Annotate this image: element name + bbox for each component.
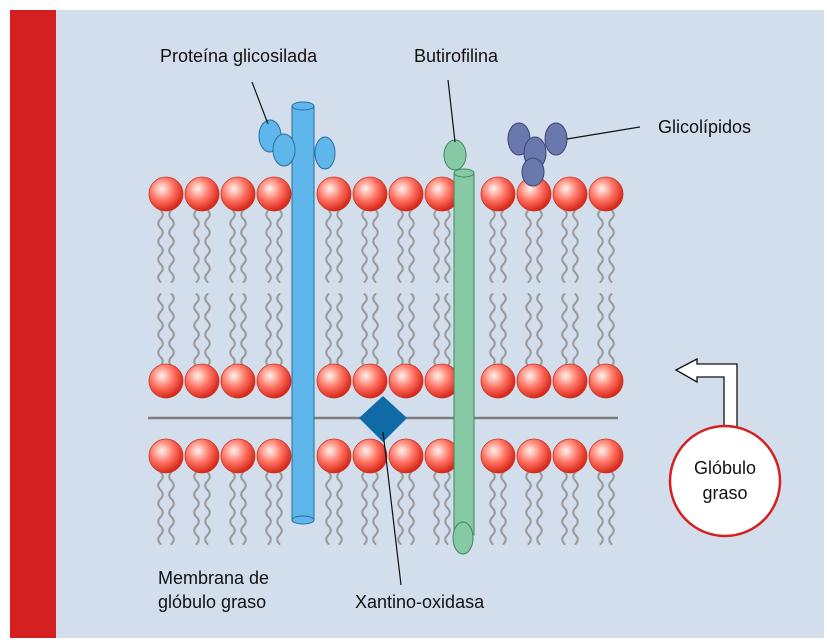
label-xanthine-oxidase: Xantino-oxidasa (355, 592, 485, 612)
label-globule-line2: graso (702, 483, 747, 503)
label-glycosylated-protein: Proteína glicosilada (160, 46, 318, 66)
lipid-head (257, 177, 291, 211)
glycosylated-protein-body (292, 106, 314, 520)
lipid-head (353, 364, 387, 398)
lipid-head (553, 364, 587, 398)
label-membrane-line1: Membrana de (158, 568, 269, 588)
sugar-chain-2 (273, 134, 295, 166)
lipid-head (149, 439, 183, 473)
lipid-head (553, 177, 587, 211)
glycosylated-protein-top (292, 102, 314, 110)
sugar-chain-3 (315, 137, 335, 169)
butyrophilin-tail (453, 522, 473, 554)
lipid-head (353, 177, 387, 211)
side-bar (10, 10, 56, 638)
label-butyrophilin: Butirofilina (414, 46, 499, 66)
lipid-head (389, 364, 423, 398)
lipid-head (221, 364, 255, 398)
label-membrane-line2: glóbulo graso (158, 592, 266, 612)
lipid-head (517, 439, 551, 473)
lipid-head (221, 177, 255, 211)
lipid-head (589, 177, 623, 211)
butyrophilin-body (454, 173, 474, 535)
lipid-head (317, 177, 351, 211)
lipid-head (185, 364, 219, 398)
lipid-head (257, 439, 291, 473)
lipid-head (481, 177, 515, 211)
butyrophilin-head (444, 140, 466, 170)
glycolipid-3 (545, 123, 567, 155)
glycolipid-4 (522, 158, 544, 186)
fat-globule (670, 426, 780, 536)
label-glycolipids: Glicolípidos (658, 117, 751, 137)
lipid-head (589, 364, 623, 398)
lipid-head (149, 177, 183, 211)
lipid-head (517, 364, 551, 398)
lipid-head (481, 364, 515, 398)
glycosylated-protein-bottom (292, 516, 314, 524)
lipid-head (317, 364, 351, 398)
lipid-head (553, 439, 587, 473)
lipid-head (353, 439, 387, 473)
lipid-head (481, 439, 515, 473)
lipid-head (317, 439, 351, 473)
lipid-head (257, 364, 291, 398)
lipid-head (389, 177, 423, 211)
lipid-head (589, 439, 623, 473)
lipid-head (389, 439, 423, 473)
label-globule-line1: Glóbulo (694, 458, 756, 478)
lipid-head (185, 177, 219, 211)
panel-background (10, 10, 824, 638)
lipid-head (221, 439, 255, 473)
lipid-head (149, 364, 183, 398)
lipid-head (185, 439, 219, 473)
